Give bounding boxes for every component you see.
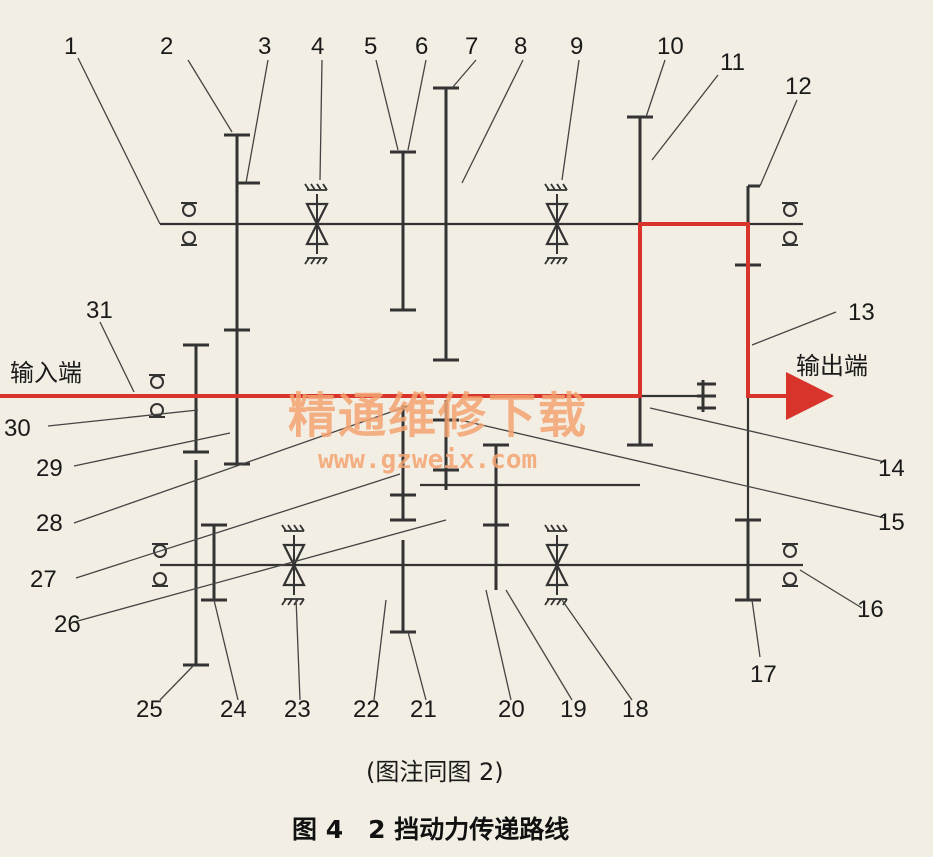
gear-2	[224, 133, 250, 332]
gear-28	[390, 405, 416, 522]
callout-9: 9	[570, 33, 583, 60]
power-flow-line	[0, 222, 834, 420]
callout-17: 17	[750, 661, 777, 688]
gear-3	[224, 181, 260, 466]
bearing-lower-left	[152, 543, 168, 587]
callout-24: 24	[220, 696, 247, 723]
gear-15	[433, 400, 459, 490]
callout-21: 21	[410, 696, 437, 723]
callout-12: 12	[785, 73, 812, 100]
synchronizer-18	[544, 524, 569, 606]
gear-21	[390, 540, 416, 634]
watermark-cn: 精通维修下载	[288, 388, 588, 444]
bearing-upper-right	[782, 202, 798, 246]
callout-18: 18	[622, 696, 649, 723]
callout-labels: 1 2 3 4 5 6 7 8 9 10 11 12 13 14 15 16 1…	[4, 33, 905, 723]
callout-22: 22	[353, 696, 380, 723]
callout-11: 11	[720, 49, 745, 76]
callout-7: 7	[465, 33, 478, 60]
callout-19: 19	[560, 696, 587, 723]
callout-20: 20	[498, 696, 525, 723]
callout-30: 30	[4, 415, 31, 442]
synchronizer-23	[281, 524, 306, 606]
callout-23: 23	[284, 696, 311, 723]
power-flow-path	[0, 222, 834, 420]
callout-14: 14	[878, 455, 905, 482]
callout-4: 4	[311, 33, 324, 60]
callout-29: 29	[36, 455, 63, 482]
gear-5	[390, 150, 416, 312]
watermark-url: www.gzweix.com	[318, 445, 537, 475]
figure-note: (图注同图 2)	[366, 758, 504, 786]
gear-14	[697, 380, 716, 412]
watermark: 精通维修下载 www.gzweix.com	[288, 388, 588, 475]
bearing-lower-right	[782, 543, 798, 587]
callout-6: 6	[415, 33, 428, 60]
gear-7	[433, 86, 459, 362]
callout-8: 8	[514, 33, 527, 60]
figure-caption: 图 4 2 挡动力传递路线	[292, 815, 569, 844]
callout-1: 1	[64, 33, 77, 60]
synchronizer-9	[544, 183, 569, 265]
gears	[183, 86, 761, 667]
callout-16: 16	[857, 596, 884, 623]
bearing-upper-left	[181, 202, 197, 246]
bearings	[149, 202, 798, 587]
callout-31: 31	[86, 297, 113, 324]
callout-26: 26	[54, 611, 81, 638]
callout-25: 25	[136, 696, 163, 723]
gear-29	[183, 343, 209, 454]
callout-3: 3	[258, 33, 271, 60]
synchronizers	[281, 183, 569, 606]
callout-10: 10	[657, 33, 684, 60]
gear-17	[735, 518, 761, 602]
synchronizer-4	[304, 183, 329, 265]
gear-20	[483, 443, 509, 590]
output-label: 输出端	[796, 352, 868, 380]
callout-13: 13	[848, 299, 875, 326]
bearing-input	[149, 374, 165, 418]
callout-2: 2	[160, 33, 173, 60]
leader-lines	[47, 57, 886, 701]
callout-5: 5	[364, 33, 377, 60]
callout-27: 27	[30, 566, 57, 593]
callout-15: 15	[878, 509, 905, 536]
callout-28: 28	[36, 510, 63, 537]
input-label: 输入端	[10, 359, 82, 387]
gear-25	[183, 460, 209, 667]
